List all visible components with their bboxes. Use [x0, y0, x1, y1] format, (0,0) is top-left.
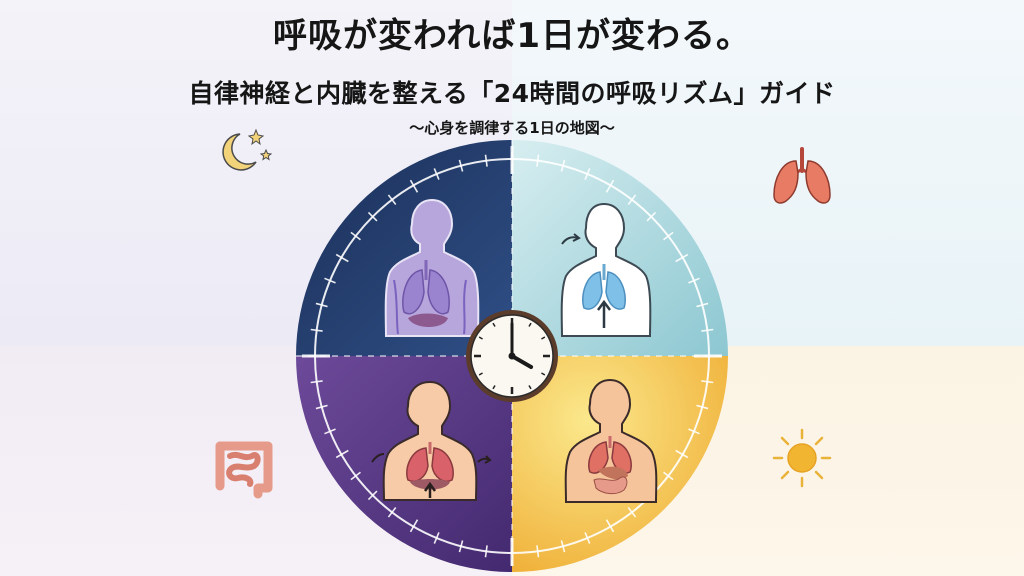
dial-tick: [387, 194, 397, 205]
clock-tick: [492, 322, 496, 327]
page-subtitle: 自律神経と内臓を整える「24時間の呼吸リズム」ガイド: [188, 79, 836, 108]
dial-tick: [584, 532, 591, 544]
dial-tick: [688, 428, 700, 435]
dial-tick: [605, 519, 615, 533]
clock-icon: [466, 310, 558, 402]
dial-tick: [367, 490, 378, 501]
dial-tick: [324, 428, 336, 435]
dial-tick: [409, 519, 419, 533]
dial-tick: [701, 328, 714, 332]
dial-tick: [484, 545, 488, 558]
dial-tick: [584, 168, 591, 180]
dial-tick: [696, 404, 709, 410]
dial-tick: [409, 179, 419, 193]
dial-tick: [310, 328, 323, 332]
clock-tick: [478, 336, 483, 340]
dial-tick: [696, 302, 709, 308]
page-tagline: 〜心身を調律する1日の地図〜: [409, 119, 615, 137]
sun-icon: [772, 428, 832, 488]
clock-tick: [478, 372, 483, 376]
page-title: 呼吸が変われば1日が変わる。: [273, 16, 751, 56]
dial-tick: [627, 194, 637, 205]
dial-tick: [335, 253, 349, 263]
lungs-icon: [773, 147, 831, 204]
dial-tick: [387, 507, 397, 518]
dial-tick: [688, 277, 700, 284]
dial-tick: [701, 380, 714, 384]
dial-tick: [315, 404, 328, 410]
dial-tick: [433, 532, 440, 544]
clock-tick: [541, 372, 546, 376]
clock-tick: [541, 336, 546, 340]
dial-tick: [335, 449, 349, 459]
dial-tick: [675, 253, 689, 263]
clock-tick: [528, 385, 532, 390]
figure-morning: [560, 202, 652, 337]
dial-tick: [605, 179, 615, 193]
dial-tick: [646, 211, 657, 222]
dial-tick: [663, 231, 674, 241]
dial-tick: [536, 154, 540, 167]
clock-tick: [528, 322, 532, 327]
dial-tick: [675, 449, 689, 459]
moon-stars-icon: [222, 128, 273, 171]
dial-tick: [350, 471, 361, 481]
dial-tick: [315, 302, 328, 308]
intestines-icon: [215, 441, 273, 499]
dial-tick: [663, 471, 674, 481]
dial-tick: [627, 507, 637, 518]
dial-tick: [560, 159, 566, 172]
dial-tick: [433, 168, 440, 180]
figure-evening: [371, 380, 492, 501]
dial-tick: [536, 545, 540, 558]
dial-tick: [458, 159, 464, 172]
clock-tick: [492, 385, 496, 390]
dial-tick: [560, 540, 566, 553]
dial-tick: [350, 231, 361, 241]
dial-tick: [367, 211, 378, 222]
figure-afternoon: [564, 378, 658, 503]
dial-tick: [484, 154, 488, 167]
dial-tick: [310, 380, 323, 384]
dial-tick: [324, 277, 336, 284]
figure-night: [384, 198, 480, 337]
dial-tick: [458, 540, 464, 553]
